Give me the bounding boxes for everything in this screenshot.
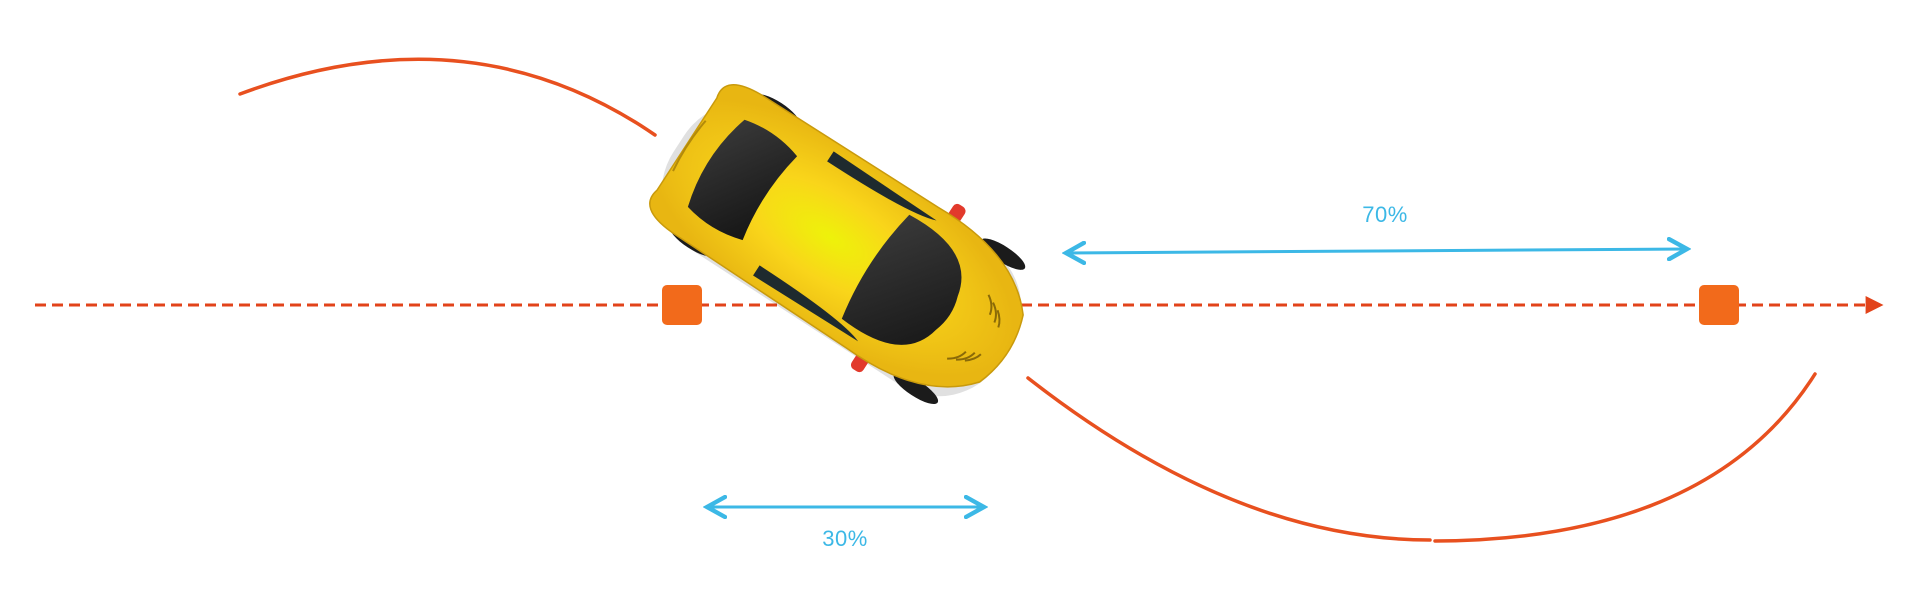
front-axle-marker <box>1699 285 1739 325</box>
rear-window <box>687 119 798 241</box>
trajectory-arc-top <box>238 57 657 137</box>
trajectory-arc-bottom-right <box>1433 372 1817 543</box>
rear-axle-marker <box>662 285 702 325</box>
front-distance-label: 70% <box>1362 202 1408 227</box>
sports-car-top-view-icon <box>649 84 1026 405</box>
trajectory-arc-bottom-left <box>1026 376 1432 542</box>
windshield <box>841 214 962 345</box>
left-side-window <box>827 151 937 221</box>
front-distance-arrow <box>1066 249 1687 253</box>
right-side-window <box>753 265 859 342</box>
rear-distance-label: 30% <box>822 526 868 551</box>
